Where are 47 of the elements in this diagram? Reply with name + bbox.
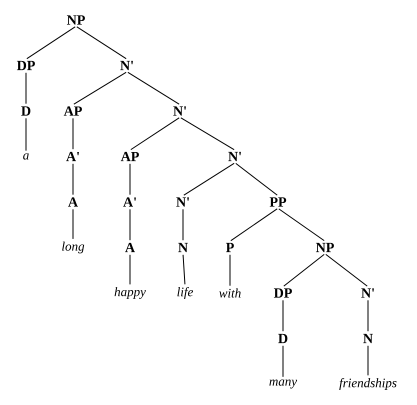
branch-line — [72, 208, 74, 240]
branch-line — [278, 208, 325, 242]
category-label: N' — [228, 152, 241, 162]
category-label: D — [21, 106, 30, 116]
branch-line — [230, 208, 278, 242]
branch-line — [73, 72, 127, 105]
category-label: N — [178, 242, 188, 252]
category-label: N — [363, 334, 373, 344]
branch-line — [26, 26, 76, 60]
category-label: PP — [270, 197, 286, 207]
category-label: DP — [16, 60, 35, 70]
word-label: a — [23, 153, 29, 160]
branch-line — [76, 26, 127, 60]
category-label: NP — [66, 15, 85, 25]
word-label: happy — [114, 287, 146, 299]
category-label: AP — [64, 106, 82, 116]
branch-line — [282, 300, 284, 332]
word-label: life — [177, 287, 194, 299]
category-label: A — [125, 242, 135, 252]
word-label: with — [219, 288, 241, 298]
category-label: N' — [361, 288, 374, 298]
branch-line — [282, 345, 284, 378]
branch-line — [130, 117, 180, 150]
category-label: A' — [66, 152, 79, 162]
category-label: D — [278, 334, 288, 344]
branch-line — [182, 208, 184, 241]
category-label: P — [226, 242, 234, 252]
branch-line — [72, 163, 74, 196]
word-label: friendships — [339, 378, 397, 390]
category-label: A — [68, 197, 78, 207]
category-label: N' — [120, 60, 133, 70]
branch-line — [235, 162, 278, 196]
word-label: long — [62, 242, 84, 254]
branch-line — [325, 254, 368, 287]
branch-line — [127, 72, 180, 105]
category-label: NP — [316, 242, 334, 252]
branch-line — [182, 254, 186, 285]
category-label: N' — [176, 197, 189, 207]
word-label: many — [269, 380, 298, 388]
category-label: DP — [274, 288, 292, 298]
branch-line — [180, 117, 235, 150]
category-label: A' — [123, 197, 136, 207]
category-label: AP — [120, 152, 139, 162]
branch-line — [283, 254, 325, 287]
branch-line — [183, 162, 235, 196]
branch-line — [72, 118, 74, 150]
category-label: N' — [173, 106, 186, 116]
